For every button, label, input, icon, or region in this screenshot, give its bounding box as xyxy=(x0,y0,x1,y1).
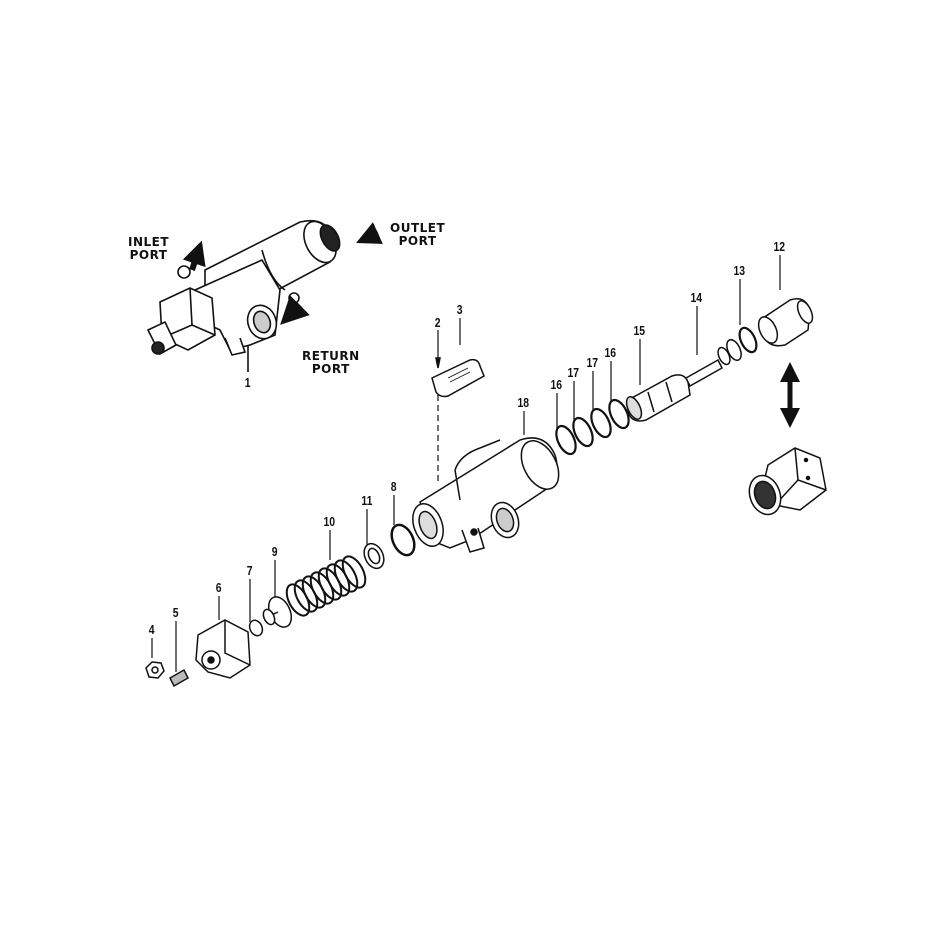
callout-1: 1 xyxy=(244,375,251,390)
callout-10: 10 xyxy=(323,514,336,529)
parts xyxy=(145,298,827,688)
outlet-port-label: OUTLET PORT xyxy=(390,221,446,248)
callout-8: 8 xyxy=(390,479,397,494)
callout-3: 3 xyxy=(456,302,463,317)
callout-17a: 17 xyxy=(567,365,580,380)
inlet-port-label: INLET PORT xyxy=(128,235,170,262)
callout-2: 2 xyxy=(434,315,441,330)
callout-18: 18 xyxy=(517,395,530,410)
callout-6: 6 xyxy=(215,580,222,595)
callout-14: 14 xyxy=(690,290,703,305)
leader-lines xyxy=(151,255,781,672)
callout-17b: 17 xyxy=(586,355,599,370)
callout-16a: 16 xyxy=(550,377,563,392)
return-port-label: RETURN PORT xyxy=(302,349,360,376)
callout-16b: 16 xyxy=(604,345,617,360)
callout-11: 11 xyxy=(361,493,373,508)
callout-9: 9 xyxy=(271,544,278,559)
callout-15: 15 xyxy=(633,323,646,338)
callout-5: 5 xyxy=(172,605,179,620)
callout-12: 12 xyxy=(773,239,786,254)
callout-13: 13 xyxy=(733,263,746,278)
callout-4: 4 xyxy=(148,622,155,637)
assembled-valve xyxy=(146,220,383,372)
callout-7: 7 xyxy=(246,563,253,578)
